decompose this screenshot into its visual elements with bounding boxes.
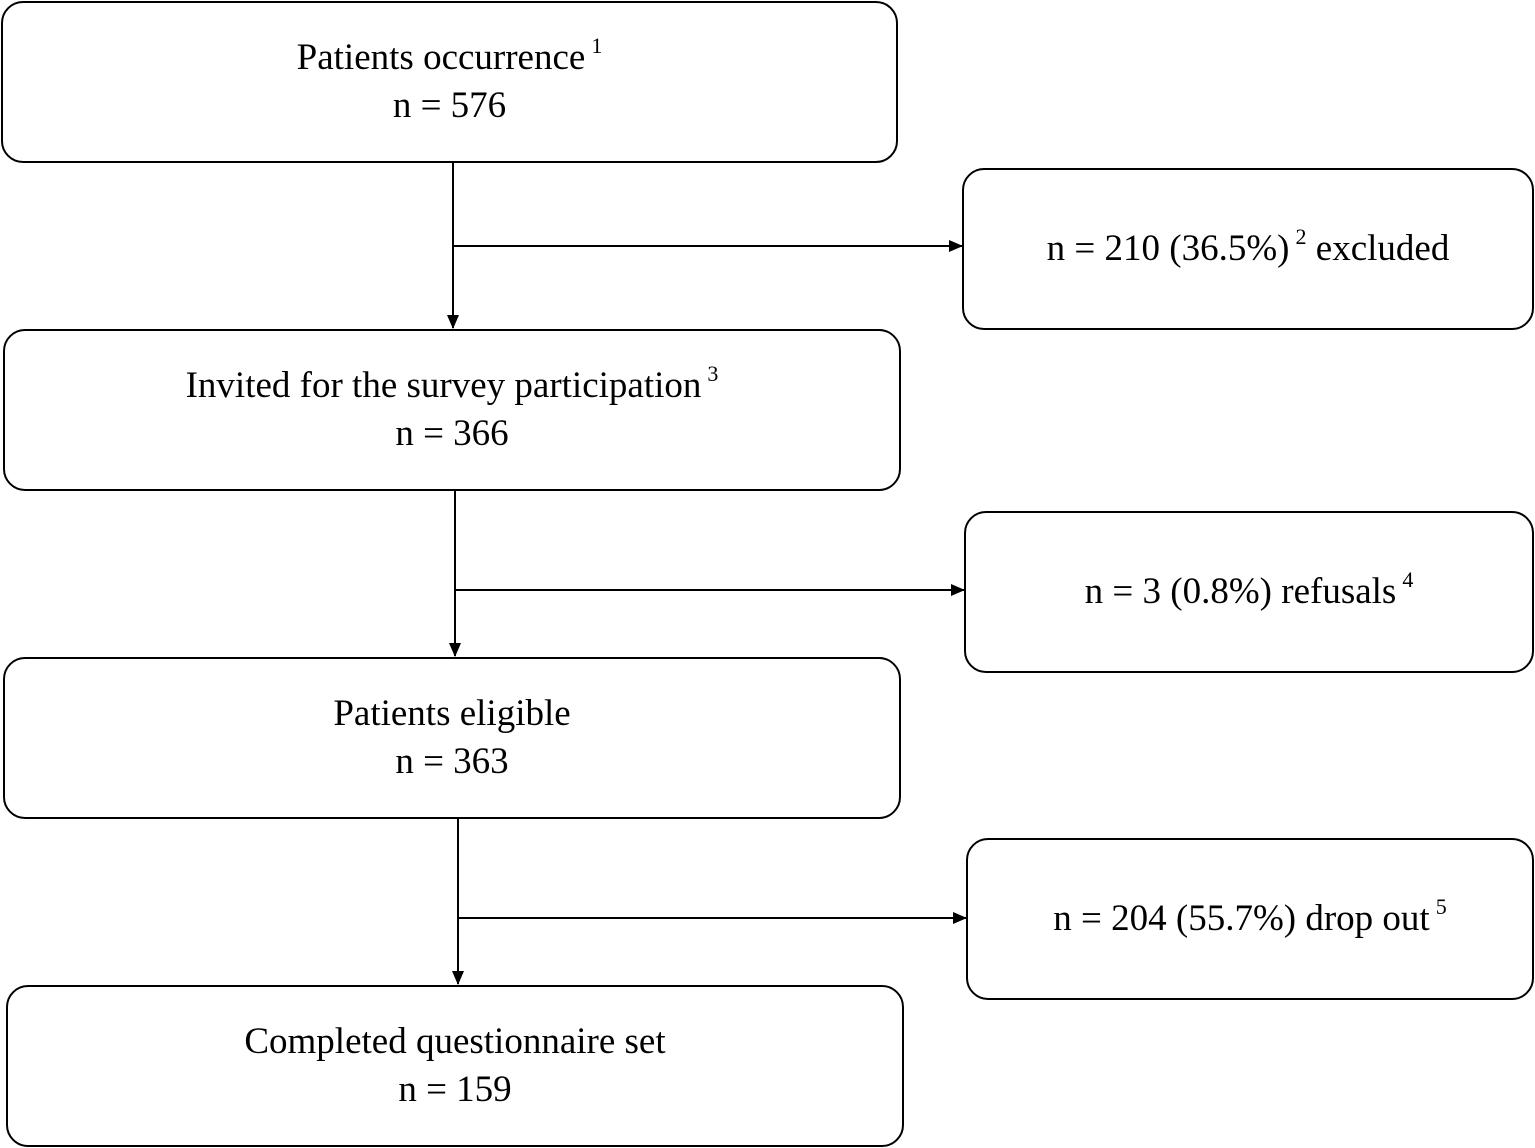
box-title: Patients eligible	[333, 690, 570, 738]
count-text: n = 204 (55.7%) drop out	[1053, 898, 1430, 939]
footnote-marker: 5	[1435, 894, 1447, 919]
box-count: n = 366	[395, 413, 509, 454]
title-text: Completed questionnaire set	[244, 1021, 666, 1062]
box-completed-questionnaire: Completed questionnaire set n = 159	[6, 985, 904, 1147]
title-text: Invited for the survey participation	[185, 365, 702, 406]
footnote-marker: 4	[1402, 567, 1414, 592]
box-title: Completed questionnaire set	[244, 1018, 665, 1066]
count-text: n = 3 (0.8%) refusals	[1084, 571, 1397, 612]
footnote-marker: 2	[1295, 224, 1307, 249]
title-text: Patients eligible	[333, 693, 571, 734]
box-count: n = 159	[398, 1069, 512, 1110]
box-excluded: n = 210 (36.5%)2 excluded	[962, 168, 1534, 330]
box-count: n = 576	[392, 85, 507, 126]
count-text: n = 210 (36.5%)	[1046, 228, 1290, 269]
label-text: excluded	[1315, 228, 1450, 269]
footnote-marker: 3	[707, 361, 719, 386]
box-patients-eligible: Patients eligible n = 363	[3, 657, 901, 819]
box-text: n = 210 (36.5%)2 excluded	[1047, 225, 1450, 273]
title-text: Patients occurrence	[296, 37, 586, 78]
box-count: n = 363	[395, 741, 509, 782]
footnote-marker: 1	[591, 33, 603, 58]
